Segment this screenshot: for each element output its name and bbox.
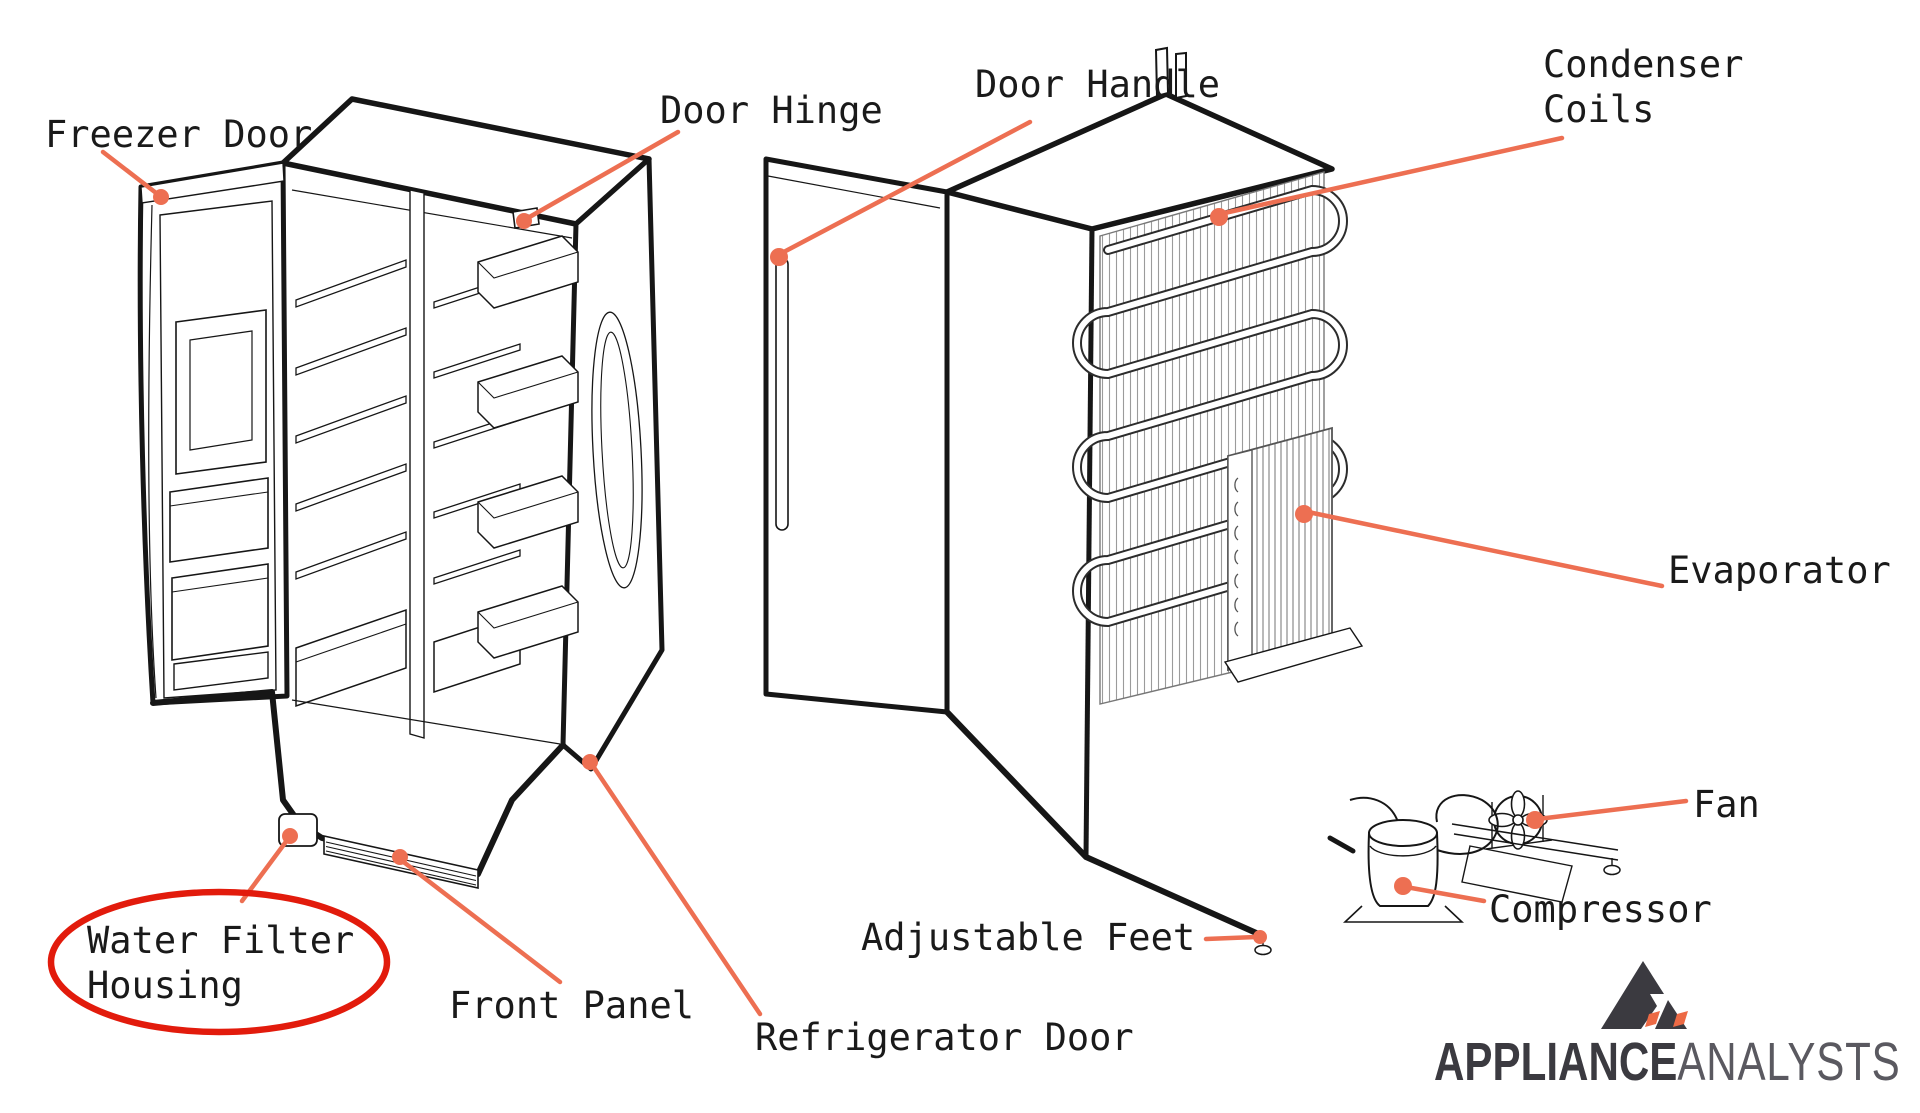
front-fridge-base — [150, 689, 566, 889]
label-freezer-door: Freezer Door — [45, 113, 313, 156]
label-refrigerator-door: Refrigerator Door — [755, 1016, 1134, 1059]
leader-door-hinge — [516, 129, 681, 229]
appliance-analysts-wordmark: APPLIANCEANALYSTS — [1434, 1031, 1901, 1093]
refrigerator-door-art — [477, 156, 665, 772]
door-handle-art — [775, 257, 789, 531]
label-compressor: Compressor — [1489, 888, 1712, 931]
label-condenser-coils: Condenser Coils — [1543, 43, 1744, 131]
base-bracket-art — [1451, 823, 1621, 903]
leader-lines — [100, 119, 1689, 1017]
logo-text-analysts: ANALYSTS — [1677, 1032, 1901, 1092]
leader-door-handle — [770, 119, 1033, 266]
leader-refrigerator-door — [582, 754, 763, 1017]
rear-door-art — [763, 156, 950, 715]
freezer-compartment-shelves — [291, 189, 573, 708]
logo-text-appliance: APPLIANCE — [1434, 1032, 1678, 1092]
label-door-hinge: Door Hinge — [660, 89, 883, 132]
leader-adjustable-feet — [1203, 930, 1267, 944]
label-adjustable-feet: Adjustable Feet — [861, 916, 1196, 959]
leader-freezer-door — [100, 149, 169, 205]
water-inlet-pipes — [1154, 46, 1187, 100]
label-front-panel: Front Panel — [449, 984, 695, 1027]
leader-condenser-coils — [1210, 135, 1565, 226]
leader-evaporator — [1295, 505, 1665, 589]
leader-compressor — [1394, 877, 1487, 904]
label-door-handle: Door Handle — [975, 63, 1221, 106]
evaporator-art — [1223, 426, 1364, 683]
center-divider — [409, 189, 425, 739]
label-evaporator: Evaporator — [1668, 549, 1891, 592]
freezer-door-art — [137, 160, 290, 706]
adjustable-foot-right — [1603, 864, 1621, 876]
water-filter-annotation-circle — [47, 888, 391, 1036]
appliance-analysts-logo-icon — [1601, 961, 1688, 1029]
rear-cabinet-top-face — [944, 91, 1335, 232]
leader-fan — [1526, 798, 1689, 829]
rear-fridge-illustration — [763, 46, 1621, 956]
label-water-filter-housing: Water Filter Housing — [87, 919, 355, 1007]
rear-cabinet-front-edge — [1083, 228, 1095, 858]
leader-front-panel — [392, 849, 563, 985]
label-fan: Fan — [1693, 783, 1760, 826]
front-fridge-illustration — [137, 96, 665, 889]
drip-tray — [1223, 627, 1364, 683]
rear-cabinet-bottom-edge — [944, 709, 1266, 939]
adjustable-foot-front — [1254, 936, 1272, 956]
